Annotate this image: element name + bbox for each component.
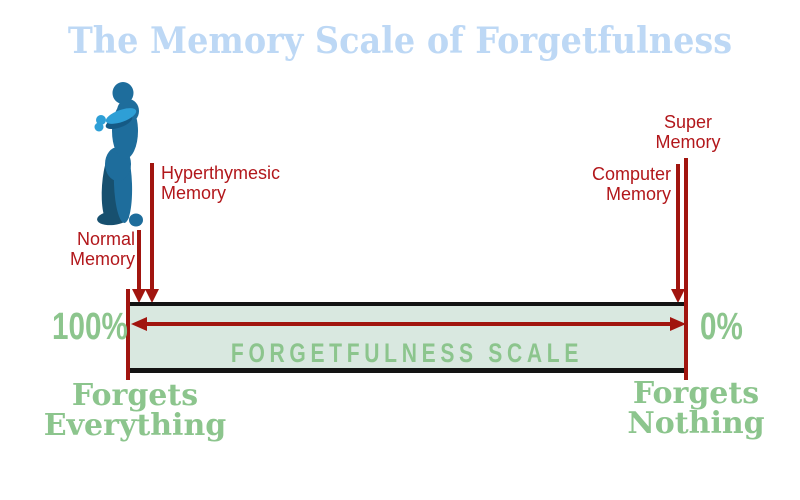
computer-memory-arrow [676, 164, 680, 290]
scale-bar-label: FORGETFULNESS SCALE [230, 338, 584, 368]
forgets-everything-caption: Forgets Everything [43, 378, 227, 443]
computer-memory-arrowhead-icon [671, 289, 685, 303]
forgetfulness-scale-bar [130, 302, 684, 373]
thinking-person-figure [94, 82, 143, 227]
super-memory-arrow-right-border [684, 158, 688, 380]
scale-range-arrow [146, 322, 670, 326]
scale-arrowhead-left-icon [131, 317, 147, 331]
normal-memory-arrowhead-icon [132, 289, 146, 303]
hyperthymesic-memory-label: Hyperthymesic Memory [161, 163, 281, 203]
normal-memory-label: Normal Memory [69, 229, 135, 269]
computer-memory-label: Computer Memory [591, 164, 671, 204]
hyperthymesic-memory-arrowhead-icon [145, 289, 159, 303]
scale-right-percent: 0% [700, 306, 743, 348]
normal-memory-arrow [137, 230, 141, 290]
hyperthymesic-memory-arrow [150, 163, 154, 290]
scale-left-percent: 100% [52, 306, 128, 348]
super-memory-label: Super Memory [655, 112, 721, 152]
scale-left-border [126, 289, 130, 380]
scale-arrowhead-right-icon [670, 317, 686, 331]
forgets-nothing-caption: Forgets Nothing [627, 376, 765, 441]
diagram-title: The Memory Scale of Forgetfulness [67, 20, 733, 62]
